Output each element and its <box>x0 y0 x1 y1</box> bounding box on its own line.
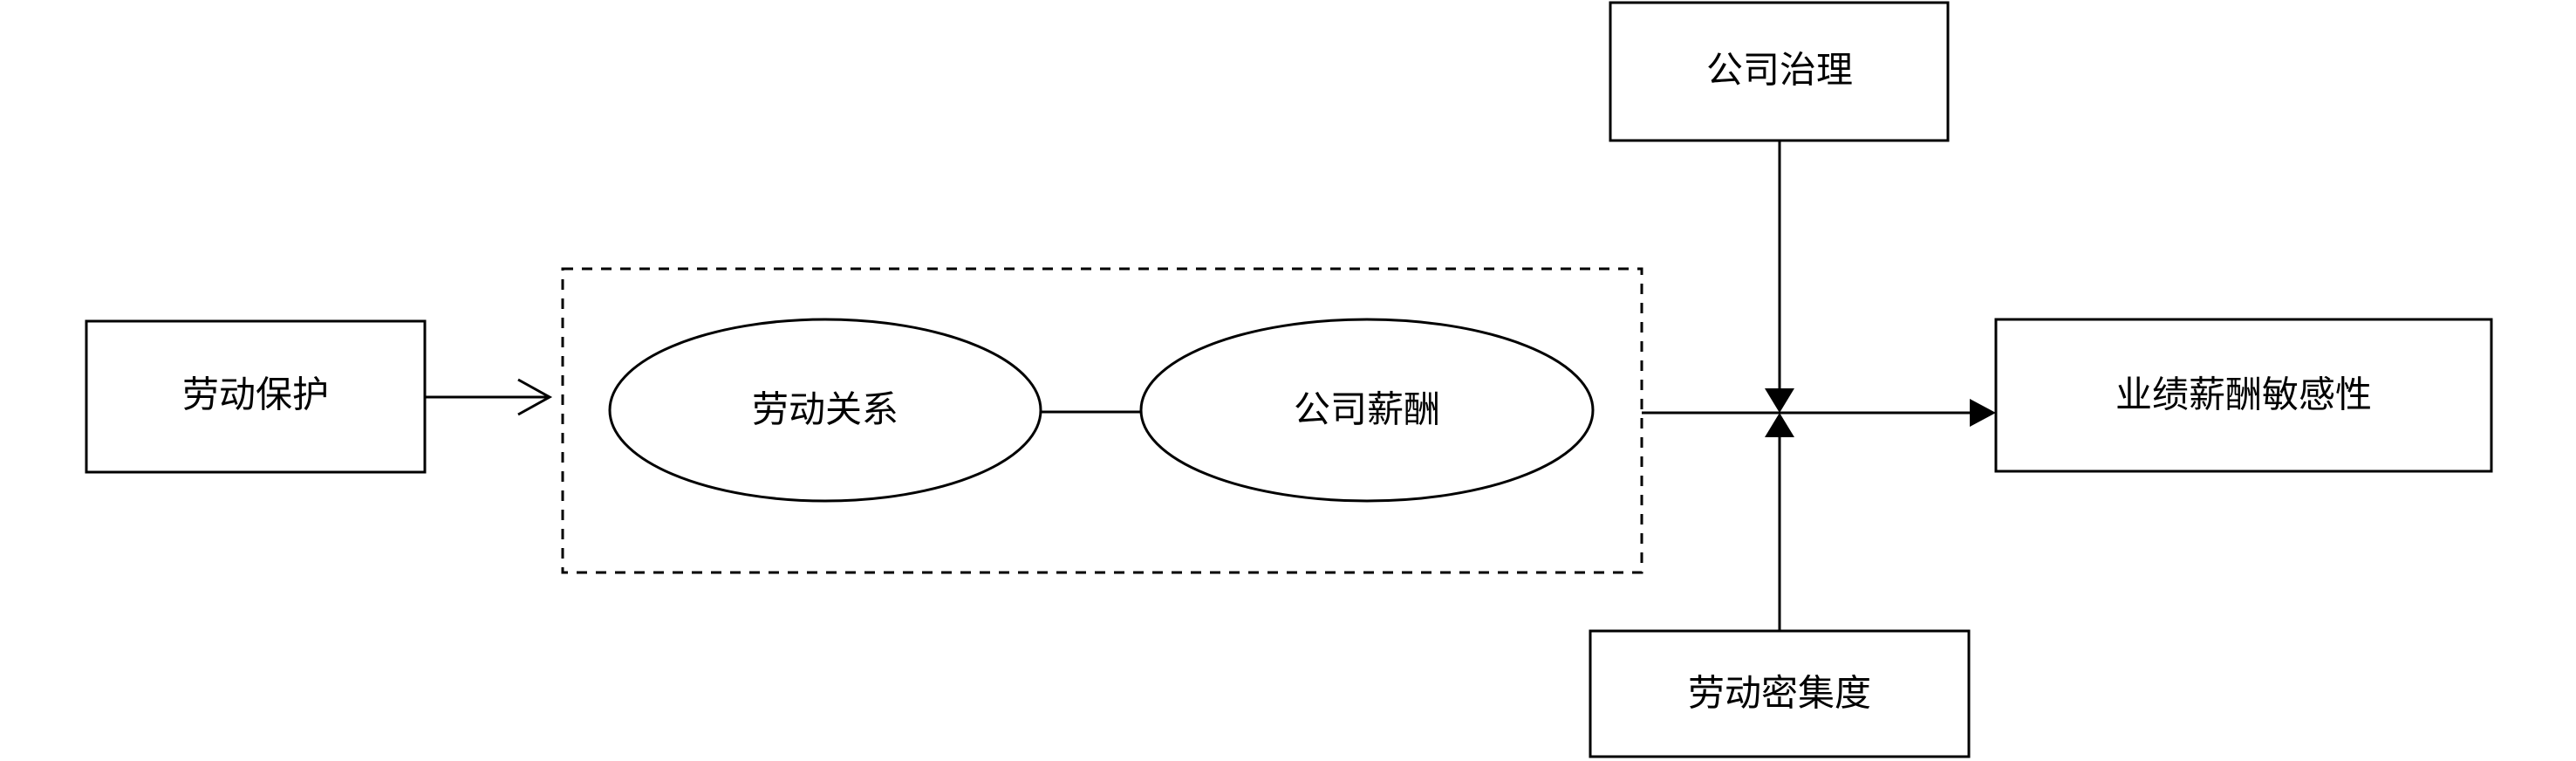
intensity-moderation-arrowhead <box>1765 413 1794 437</box>
labor-relations-ellipse <box>608 318 1042 503</box>
company-compensation-node: 公司薪酬 <box>1139 318 1595 503</box>
company-compensation-label: 公司薪酬 <box>1294 388 1440 431</box>
group-to-outcome-arrowhead <box>1970 399 1996 427</box>
labor-relations-label: 劳动关系 <box>752 388 899 431</box>
pay-performance-sensitivity-node: 业绩薪酬敏感性 <box>1994 318 2493 473</box>
corporate-governance-box <box>1609 1 1950 142</box>
mechanism-group-box <box>561 267 1643 574</box>
labor-protection-node: 劳动保护 <box>85 319 427 474</box>
pay-performance-sensitivity-box <box>1994 318 2493 473</box>
pay-performance-sensitivity-label: 业绩薪酬敏感性 <box>2115 374 2372 416</box>
corporate-governance-label: 公司治理 <box>1706 49 1853 92</box>
labor-protection-box <box>85 319 427 474</box>
protection-to-group-arrowhead <box>517 378 553 416</box>
labor-relations-node: 劳动关系 <box>608 318 1042 503</box>
labor-protection-label: 劳动保护 <box>182 374 329 416</box>
labor-intensity-node: 劳动密集度 <box>1589 629 1971 758</box>
governance-moderation-arrowhead <box>1765 388 1794 413</box>
labor-intensity-label: 劳动密集度 <box>1688 672 1871 715</box>
company-compensation-ellipse <box>1139 318 1595 503</box>
corporate-governance-node: 公司治理 <box>1609 1 1950 142</box>
